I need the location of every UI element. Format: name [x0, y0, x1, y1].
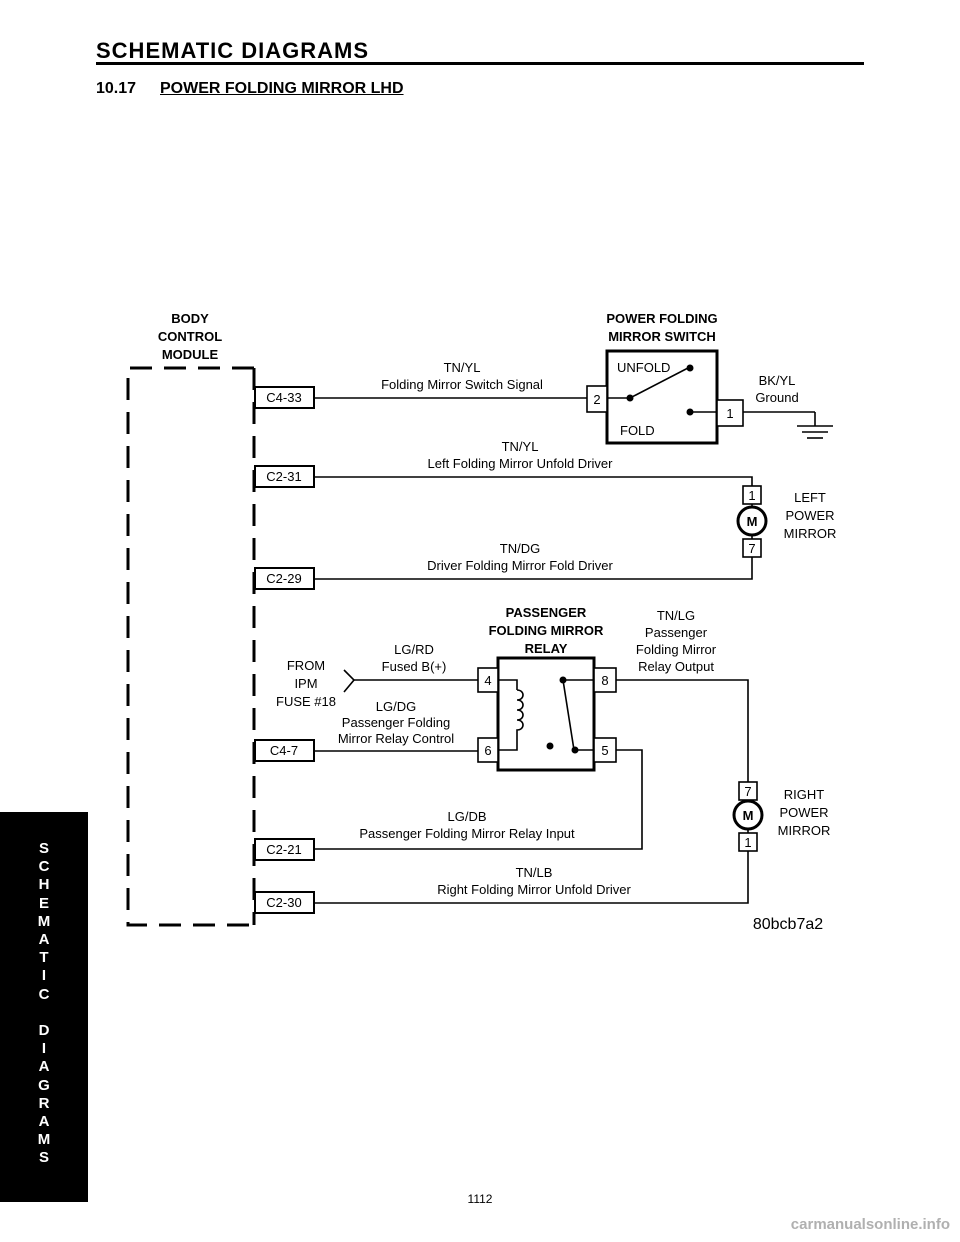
wire-driver-fold-code: TN/DG [500, 541, 540, 556]
wire-driver-fold [314, 557, 753, 580]
relay-title-1: PASSENGER [506, 605, 587, 620]
side-tab: S C H E M A T I C D I A G R A M S [0, 812, 88, 1202]
wire-right-unfold-code: TN/LB [516, 865, 553, 880]
wire-fused-b-desc: Fused B(+) [382, 659, 447, 674]
ground-label: Ground [755, 390, 798, 405]
wire-relay-output-desc-1: Passenger [645, 625, 708, 640]
wire-driver-fold-desc: Driver Folding Mirror Fold Driver [427, 558, 613, 573]
bcm-label-2: CONTROL [158, 329, 222, 344]
figure-id: 80bcb7a2 [753, 916, 823, 933]
wire-relay-control-desc-2: Mirror Relay Control [338, 731, 454, 746]
right-mirror-pin-1: 1 [744, 835, 751, 850]
connector-c2-21: C2-21 [254, 838, 315, 861]
watermark: carmanualsonline.info [790, 1216, 950, 1233]
wire-left-unfold-code: TN/YL [502, 439, 539, 454]
switch-fold-label: FOLD [620, 423, 655, 438]
relay-pin-4: 4 [484, 673, 491, 688]
relay-pin-8: 8 [601, 673, 608, 688]
svg-text:C2-29: C2-29 [266, 571, 301, 586]
left-mirror-pin-7: 7 [748, 541, 755, 556]
relay-title-2: FOLDING MIRROR [489, 623, 604, 638]
right-mirror-label-3: MIRROR [778, 823, 831, 838]
bcm-outline [126, 366, 254, 927]
switch-pin-1-box [716, 399, 744, 427]
subsection-title: POWER FOLDING MIRROR LHD [160, 80, 404, 97]
ipm-connector-symbol [343, 669, 356, 693]
wire-relay-output-code: TN/LG [657, 608, 695, 623]
right-mirror-label-1: RIGHT [784, 787, 825, 802]
left-mirror-label-3: MIRROR [784, 526, 837, 541]
svg-text:C2-30: C2-30 [266, 895, 301, 910]
wire-fused-b-code: LG/RD [394, 642, 434, 657]
wire-switch-signal-desc: Folding Mirror Switch Signal [381, 377, 543, 392]
wire-right-unfold [314, 851, 749, 904]
switch-title-1: POWER FOLDING [606, 311, 717, 326]
wire-relay-input-desc: Passenger Folding Mirror Relay Input [359, 826, 575, 841]
connector-c4-33: C4-33 [254, 386, 315, 409]
svg-text:C2-21: C2-21 [266, 842, 301, 857]
wire-relay-input [314, 749, 643, 850]
wire-right-unfold-desc: Right Folding Mirror Unfold Driver [437, 882, 631, 897]
relay-pin-5: 5 [601, 743, 608, 758]
relay-contact [562, 679, 575, 751]
switch-pin-2: 2 [593, 392, 600, 407]
side-tab-text: S C H E M A T I C D I A G R A M S [37, 840, 51, 1167]
wire-relay-output-desc-2: Folding Mirror [636, 642, 717, 657]
wire-left-unfold-desc: Left Folding Mirror Unfold Driver [428, 456, 614, 471]
switch-pin-2-box [586, 385, 608, 413]
left-mirror-motor-symbol: M [747, 514, 758, 529]
switch-pin-1: 1 [726, 406, 733, 421]
ipm-label-2: IPM [294, 676, 317, 691]
right-mirror-label-2: POWER [779, 805, 828, 820]
relay-title-3: RELAY [525, 641, 568, 656]
switch-unfold-label: UNFOLD [617, 360, 670, 375]
wire-relay-output-desc-3: Relay Output [638, 659, 714, 674]
connector-c2-30: C2-30 [254, 891, 315, 914]
connector-c4-7: C4-7 [254, 739, 315, 762]
left-mirror-pin-1: 1 [748, 488, 755, 503]
section-title: SCHEMATIC DIAGRAMS [96, 38, 370, 63]
svg-text:C4-33: C4-33 [266, 390, 301, 405]
bcm-label-3: MODULE [162, 347, 219, 362]
wire-relay-output [616, 679, 749, 782]
svg-text:C4-7: C4-7 [270, 743, 298, 758]
ground-symbol [797, 425, 833, 439]
ipm-label-1: FROM [287, 658, 325, 673]
ground-code: BK/YL [759, 373, 796, 388]
bcm-label-1: BODY [171, 311, 209, 326]
wire-relay-control-code: LG/DG [376, 699, 416, 714]
switch-contact [629, 367, 689, 399]
connector-c2-29: C2-29 [254, 567, 315, 590]
right-mirror-pin-7: 7 [744, 784, 751, 799]
left-mirror-label-2: POWER [785, 508, 834, 523]
switch-box [605, 349, 719, 445]
wire-switch-signal-code: TN/YL [444, 360, 481, 375]
page-number: 1112 [467, 1192, 493, 1206]
relay-coil [498, 679, 524, 751]
relay-box [496, 656, 596, 772]
ipm-label-3: FUSE #18 [276, 694, 336, 709]
wire-relay-control-desc-1: Passenger Folding [342, 715, 450, 730]
relay-pin-6: 6 [484, 743, 491, 758]
subsection-number: 10.17 [96, 80, 137, 97]
svg-text:C2-31: C2-31 [266, 469, 301, 484]
left-mirror-label-1: LEFT [794, 490, 826, 505]
connector-c2-31: C2-31 [254, 465, 315, 488]
wire-relay-input-code: LG/DB [447, 809, 486, 824]
right-mirror-motor-symbol: M [743, 808, 754, 823]
wire-left-unfold [314, 476, 753, 486]
switch-title-2: MIRROR SWITCH [608, 329, 716, 344]
section-rule [96, 62, 864, 65]
